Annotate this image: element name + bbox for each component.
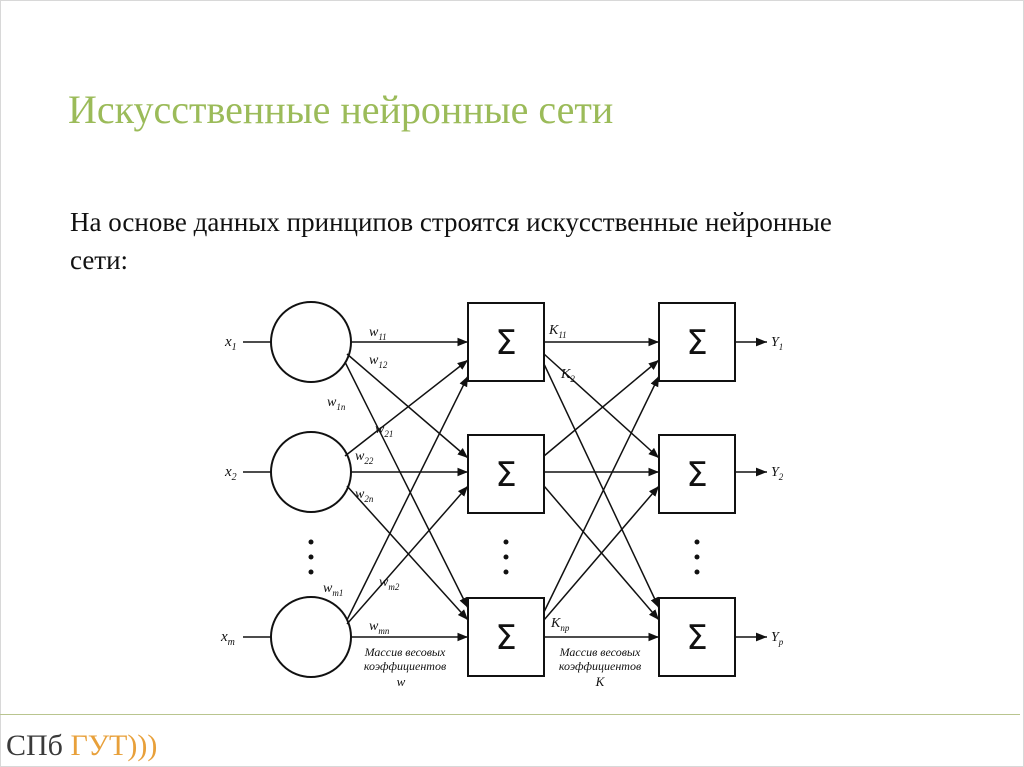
weight-label-wmn: wmn xyxy=(369,619,390,636)
summator-hidden-1: Σ xyxy=(467,302,545,382)
output-label-y2: Y2 xyxy=(771,465,784,482)
ellipsis-dots-output xyxy=(694,539,700,575)
k-connections xyxy=(543,337,660,642)
sum-symbol: Σ xyxy=(686,618,707,658)
weight-label-w22: w22 xyxy=(355,449,374,466)
input-neuron-1 xyxy=(270,301,352,383)
svg-text:коэффициентов: коэффициентов xyxy=(364,659,446,673)
weight-label-k2: K2 xyxy=(560,367,575,384)
weight-label-w21: w21 xyxy=(375,422,393,439)
summator-hidden-n: Σ xyxy=(467,597,545,677)
svg-text:Массив весовых: Массив весовых xyxy=(559,645,641,659)
caption-w-array: Массив весовых коэффициентов w xyxy=(364,645,447,689)
output-label-yp: Yp xyxy=(771,630,784,647)
summator-output-1: Σ xyxy=(658,302,736,382)
sum-symbol: Σ xyxy=(686,455,707,495)
output-label-y1: Y1 xyxy=(771,335,783,352)
weight-label-w11: w11 xyxy=(369,325,387,342)
logo-text-right: ГУТ xyxy=(70,729,128,762)
input-label-xm: xm xyxy=(220,629,235,648)
summator-output-p: Σ xyxy=(658,597,736,677)
sum-symbol: Σ xyxy=(495,323,516,363)
w-connections xyxy=(344,337,469,642)
weight-label-wm1: wm1 xyxy=(323,581,343,598)
weight-label-k11: K11 xyxy=(548,323,567,340)
logo-waves-icon: ))) xyxy=(127,729,158,762)
sum-symbol: Σ xyxy=(495,455,516,495)
input-label-x2: x2 xyxy=(224,464,237,483)
weight-label-w12: w12 xyxy=(369,353,388,370)
slide-title: Искусственные нейронные сети xyxy=(68,87,614,132)
input-neuron-m xyxy=(270,596,352,678)
ellipsis-dots-hidden xyxy=(503,539,509,575)
slide-body-text: На основе данных принципов строятся иску… xyxy=(70,207,832,275)
footer-divider xyxy=(0,714,1020,715)
weight-label-w2n: w2n xyxy=(355,487,374,504)
svg-text:K: K xyxy=(595,674,606,689)
ellipsis-dots-inputs xyxy=(308,539,314,575)
weight-label-w1n: w1n xyxy=(327,395,346,412)
sum-symbol: Σ xyxy=(495,618,516,658)
caption-k-array: Массив весовых коэффициентов K xyxy=(559,645,642,689)
input-neuron-2 xyxy=(270,431,352,513)
weight-label-knp: Knp xyxy=(550,616,570,633)
svg-text:Массив весовых: Массив весовых xyxy=(364,645,446,659)
output-arrows xyxy=(735,337,767,642)
neural-network-diagram: Σ Σ Σ Σ Σ Σ xyxy=(220,301,784,689)
sum-symbol: Σ xyxy=(686,323,707,363)
weight-label-wm2: wm2 xyxy=(379,575,400,592)
spbgut-logo: СПб ГУТ))) xyxy=(6,728,157,764)
summator-hidden-2: Σ xyxy=(467,434,545,514)
logo-text-left: СПб xyxy=(6,729,63,762)
svg-text:коэффициентов: коэффициентов xyxy=(559,659,641,673)
svg-text:w: w xyxy=(397,674,406,689)
summator-output-2: Σ xyxy=(658,434,736,514)
input-label-x1: x1 xyxy=(224,334,237,353)
